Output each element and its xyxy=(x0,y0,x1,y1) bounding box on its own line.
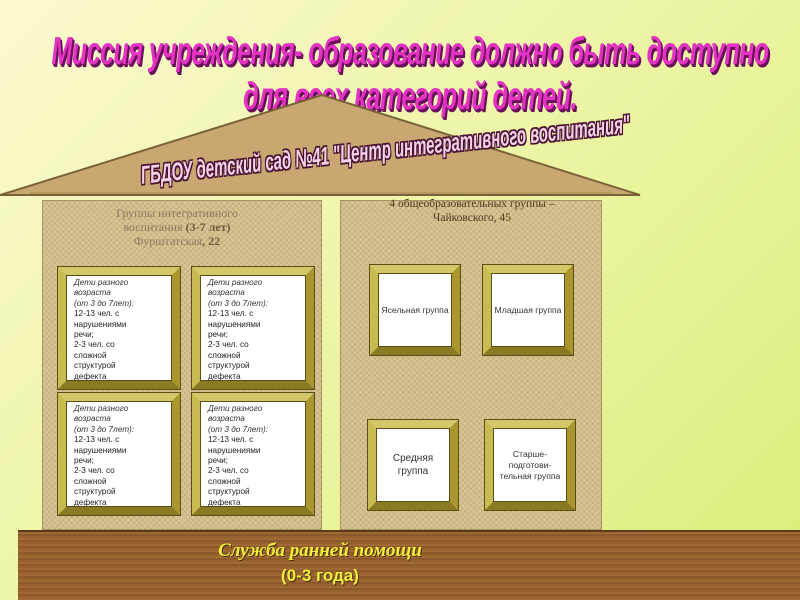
nursery-group-box: Ясельная группа xyxy=(370,265,460,355)
foundation xyxy=(18,530,800,600)
right-wing-title: 4 общеобразовательных группы – Чайковско… xyxy=(389,198,555,224)
mission-statement: Миссия учреждения- образование должно бы… xyxy=(51,30,769,119)
roof xyxy=(0,93,641,196)
roof-shape xyxy=(0,93,641,196)
left-wing-title: Группы интегративного воспитания (3-7 ле… xyxy=(116,206,238,248)
middle-group-box: Средняя группа xyxy=(368,420,458,510)
junior-group-box: Младшая группа xyxy=(483,265,573,355)
early-help-service-age: (0-3 года) xyxy=(281,566,359,585)
senior-group-box: Старше-подготови-тельная группа xyxy=(485,420,575,510)
early-help-service-title: Служба ранней помощи xyxy=(218,540,422,561)
